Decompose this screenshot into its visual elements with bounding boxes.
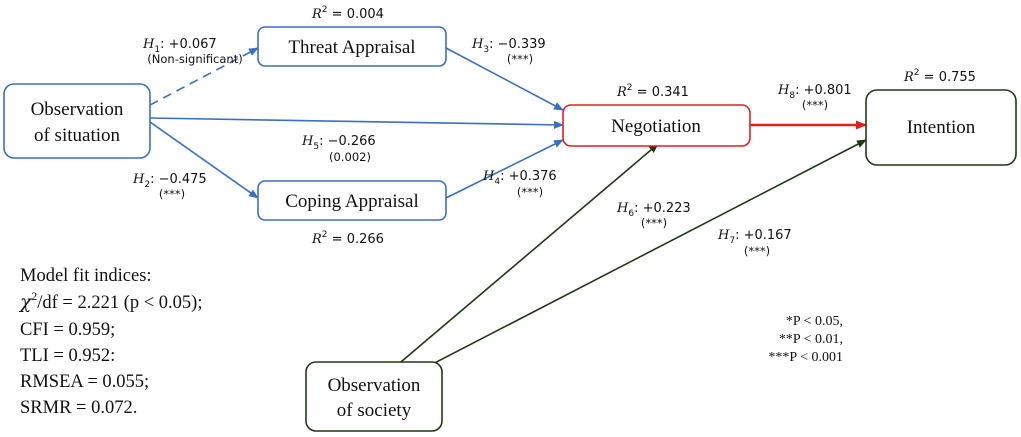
h8-label: H8: +0.801 (***) bbox=[777, 83, 852, 112]
node-observation-of-society: Observation of society bbox=[305, 361, 443, 432]
svg-text:H3: −0.339: H3: −0.339 bbox=[471, 37, 546, 55]
node-label-line1: Observation bbox=[328, 375, 421, 396]
node-negotiation: Negotiation bbox=[562, 104, 751, 147]
model-fit-indices: Model fit indices: χ2/df = 2.221 (p < 0.… bbox=[18, 266, 202, 418]
node-threat-appraisal: Threat Appraisal bbox=[257, 26, 447, 67]
svg-text:(***): (***) bbox=[802, 98, 828, 112]
h5-label: H5: −0.266 (0.002) bbox=[301, 134, 376, 164]
r2-intention-label: R2 = 0.755 bbox=[903, 68, 976, 85]
path-h7-arrow bbox=[391, 139, 867, 386]
model-fit-tli: TLI = 0.952: bbox=[20, 346, 115, 366]
svg-text:(***): (***) bbox=[159, 187, 185, 201]
node-observation-of-situation: Observation of situation bbox=[3, 83, 151, 159]
node-intention: Intention bbox=[865, 89, 1017, 166]
svg-text:H1: +0.067: H1: +0.067 bbox=[142, 37, 217, 55]
node-label: Threat Appraisal bbox=[288, 37, 415, 58]
svg-text:(***): (***) bbox=[507, 52, 533, 66]
path-h1-arrow bbox=[149, 47, 259, 106]
legend-line-3: ***P < 0.001 bbox=[768, 350, 843, 365]
h4-label: H4: +0.376 (***) bbox=[482, 169, 557, 199]
svg-text:H6: +0.223: H6: +0.223 bbox=[616, 201, 691, 219]
svg-text:(***): (***) bbox=[517, 185, 543, 199]
r2-threat-label: R2 = 0.004 bbox=[311, 5, 384, 22]
legend-line-1: *P < 0.05, bbox=[786, 314, 843, 329]
node-label-line2: of society bbox=[337, 400, 412, 421]
model-fit-chi-square: χ2/df = 2.221 (p < 0.05); bbox=[18, 289, 202, 313]
node-label-line1: Observation bbox=[31, 99, 124, 120]
svg-text:H8: +0.801: H8: +0.801 bbox=[777, 83, 852, 101]
path-h5-arrow bbox=[149, 117, 564, 129]
h1-label: H1: +0.067 (Non-significant) bbox=[142, 37, 243, 66]
svg-text:(0.002): (0.002) bbox=[329, 150, 371, 164]
model-fit-srmr: SRMR = 0.072. bbox=[20, 398, 137, 418]
path-h6-arrow bbox=[381, 143, 659, 379]
svg-text:H7: +0.167: H7: +0.167 bbox=[717, 228, 792, 246]
path-h2-arrow bbox=[149, 121, 259, 199]
node-label-line2: of situation bbox=[34, 125, 121, 146]
significance-legend: *P < 0.05, **P < 0.01, ***P < 0.001 bbox=[768, 314, 843, 365]
node-label: Coping Appraisal bbox=[285, 191, 419, 212]
h6-label: H6: +0.223 (***) bbox=[616, 201, 691, 230]
svg-text:(Non-significant): (Non-significant) bbox=[147, 52, 242, 66]
model-fit-cfi: CFI = 0.959; bbox=[20, 320, 115, 340]
node-coping-appraisal: Coping Appraisal bbox=[257, 180, 447, 221]
node-label: Negotiation bbox=[611, 116, 701, 137]
svg-text:(***): (***) bbox=[641, 216, 667, 230]
model-fit-title: Model fit indices: bbox=[20, 266, 152, 286]
node-label: Intention bbox=[907, 117, 976, 138]
r2-coping-label: R2 = 0.266 bbox=[311, 230, 384, 247]
r2-negotiation-label: R2 = 0.341 bbox=[616, 83, 689, 100]
svg-text:H2: −0.475: H2: −0.475 bbox=[132, 172, 207, 190]
path-h4-arrow bbox=[445, 139, 564, 199]
h2-label: H2: −0.475 (***) bbox=[132, 172, 207, 201]
svg-text:(***): (***) bbox=[744, 244, 770, 258]
svg-text:H4: +0.376: H4: +0.376 bbox=[482, 169, 557, 187]
h3-label: H3: −0.339 (***) bbox=[471, 37, 546, 66]
model-fit-rmsea: RMSEA = 0.055; bbox=[20, 372, 149, 392]
legend-line-2: **P < 0.01, bbox=[779, 332, 843, 347]
h7-label: H7: +0.167 (***) bbox=[717, 228, 792, 258]
path-h3-arrow bbox=[445, 47, 564, 111]
svg-text:H5: −0.266: H5: −0.266 bbox=[301, 134, 376, 152]
